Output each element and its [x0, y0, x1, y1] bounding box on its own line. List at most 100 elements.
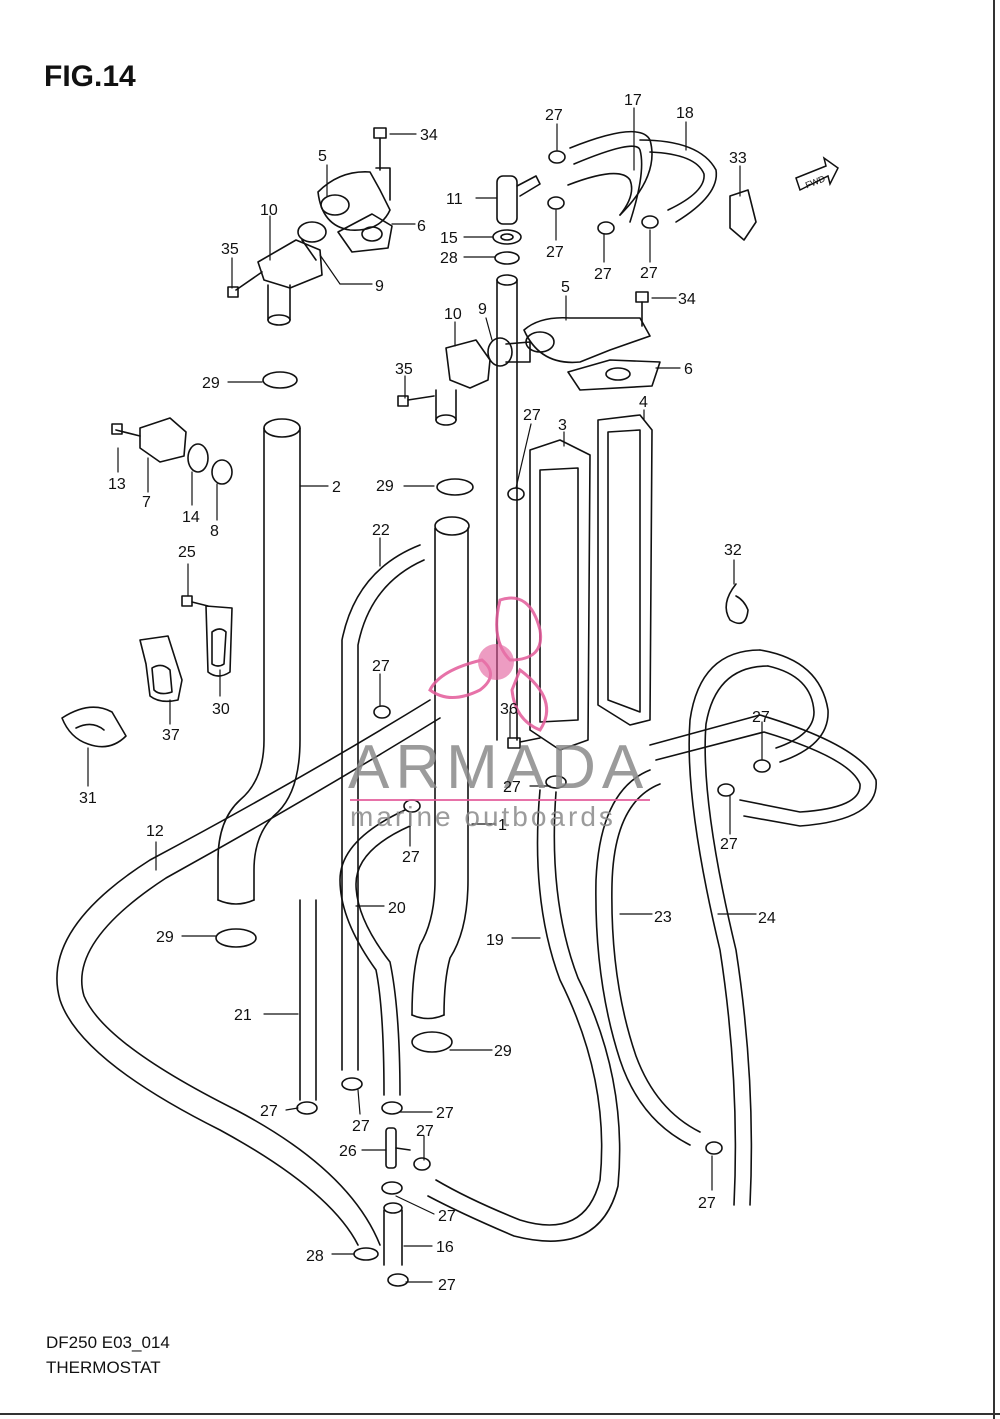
- callout-29: 29: [494, 1043, 512, 1060]
- hose-16[interactable]: [383, 1202, 403, 1266]
- callout-20: 20: [388, 900, 406, 917]
- hose-24[interactable]: [688, 649, 829, 1206]
- figure-title: FIG.14: [44, 60, 136, 93]
- clip-33[interactable]: [729, 189, 757, 241]
- figure-name: THERMOSTAT: [46, 1358, 161, 1377]
- callout-24: 24: [758, 910, 776, 927]
- joint-26[interactable]: [385, 1127, 411, 1169]
- callout-21: 21: [234, 1007, 252, 1024]
- gasket-6-right[interactable]: [567, 359, 661, 391]
- bolt-25[interactable]: [181, 595, 209, 607]
- thermostat-9-left[interactable]: [297, 221, 327, 261]
- callout-1: 1: [498, 817, 507, 834]
- callout-3: 3: [558, 417, 567, 434]
- watermark-tagline: marine outboards: [350, 801, 616, 832]
- clip-32[interactable]: [725, 583, 749, 625]
- callout-36: 36: [500, 701, 518, 718]
- callout-23: 23: [654, 909, 672, 926]
- frame-border-bottom: [0, 1413, 1000, 1415]
- thermostat-9-right[interactable]: [487, 337, 531, 367]
- callout-16: 16: [436, 1239, 454, 1256]
- callout-27: 27: [436, 1105, 454, 1122]
- gasket-3[interactable]: [529, 439, 591, 751]
- callout-29: 29: [156, 929, 174, 946]
- callout-28: 28: [306, 1248, 324, 1265]
- callout-6: 6: [684, 361, 693, 378]
- hose-22[interactable]: [341, 544, 425, 1071]
- watermark-brand: ARMADA: [348, 733, 649, 802]
- callout-27: 27: [402, 849, 420, 866]
- callout-34: 34: [678, 291, 696, 308]
- callout-10: 10: [260, 202, 278, 219]
- callout-28: 28: [440, 250, 458, 267]
- hose-19[interactable]: [427, 789, 621, 1242]
- clip-31[interactable]: [61, 706, 127, 748]
- frame-border-right: [993, 0, 995, 1419]
- callout-27: 27: [352, 1118, 370, 1135]
- gasket-6-left[interactable]: [337, 213, 393, 253]
- cover-10-right[interactable]: [435, 339, 491, 426]
- callout-19: 19: [486, 932, 504, 949]
- oring-14[interactable]: [187, 443, 209, 473]
- callout-27: 27: [545, 107, 563, 124]
- callout-31: 31: [79, 790, 97, 807]
- callout-29: 29: [376, 478, 394, 495]
- callout-33: 33: [729, 150, 747, 167]
- callout-27: 27: [698, 1195, 716, 1212]
- callout-17: 17: [624, 92, 642, 109]
- callout-27: 27: [416, 1123, 434, 1140]
- leader-lines: [87, 107, 763, 1283]
- hose-12[interactable]: [56, 699, 441, 1246]
- callout-15: 15: [440, 230, 458, 247]
- callout-9: 9: [375, 278, 384, 295]
- cover-10-left[interactable]: [257, 239, 323, 326]
- hose-right-loop[interactable]: [649, 714, 877, 827]
- callout-37: 37: [162, 727, 180, 744]
- hose-23[interactable]: [595, 769, 701, 1146]
- callout-30: 30: [212, 701, 230, 718]
- bolt-36[interactable]: [507, 737, 541, 749]
- hose-20[interactable]: [339, 809, 411, 1096]
- callout-5: 5: [318, 148, 327, 165]
- callout-4: 4: [639, 394, 648, 411]
- callout-35: 35: [395, 361, 413, 378]
- washer-15[interactable]: [492, 229, 522, 245]
- armada-watermark: ARMADA marine outboards: [348, 596, 650, 832]
- plug-8[interactable]: [211, 459, 233, 485]
- hose-1[interactable]: [411, 516, 470, 1020]
- callout-18: 18: [676, 105, 694, 122]
- callout-27: 27: [438, 1277, 456, 1294]
- callout-34: 34: [420, 127, 438, 144]
- fwd-direction-badge: FWD: [795, 156, 839, 192]
- clamp-30[interactable]: [205, 605, 233, 677]
- bolt-34-left[interactable]: [373, 127, 387, 171]
- callout-12: 12: [146, 823, 164, 840]
- callout-27: 27: [260, 1103, 278, 1120]
- hose-17[interactable]: [567, 130, 653, 223]
- hose-21[interactable]: [299, 899, 317, 1101]
- hose-18[interactable]: [639, 139, 718, 223]
- sensor-7[interactable]: [115, 417, 187, 463]
- callout-27: 27: [720, 836, 738, 853]
- hose-2[interactable]: [217, 418, 301, 905]
- callout-29: 29: [202, 375, 220, 392]
- gasket-4[interactable]: [597, 414, 653, 726]
- callout-8: 8: [210, 523, 219, 540]
- bolt-35-right[interactable]: [397, 395, 435, 407]
- callout-10: 10: [444, 306, 462, 323]
- callout-27: 27: [523, 407, 541, 424]
- housing-5-left[interactable]: [317, 167, 391, 231]
- callout-25: 25: [178, 544, 196, 561]
- clamp-27-group[interactable]: [296, 150, 771, 1287]
- bolt-13[interactable]: [111, 423, 123, 435]
- bolt-35-left[interactable]: [227, 271, 263, 298]
- callout-6: 6: [417, 218, 426, 235]
- bracket-37[interactable]: [139, 635, 183, 703]
- bolt-34-right[interactable]: [635, 291, 649, 327]
- callout-27: 27: [438, 1208, 456, 1225]
- clamp-29-group[interactable]: [215, 371, 474, 1053]
- fitting-11[interactable]: [496, 175, 541, 225]
- housing-5-right[interactable]: [523, 316, 651, 364]
